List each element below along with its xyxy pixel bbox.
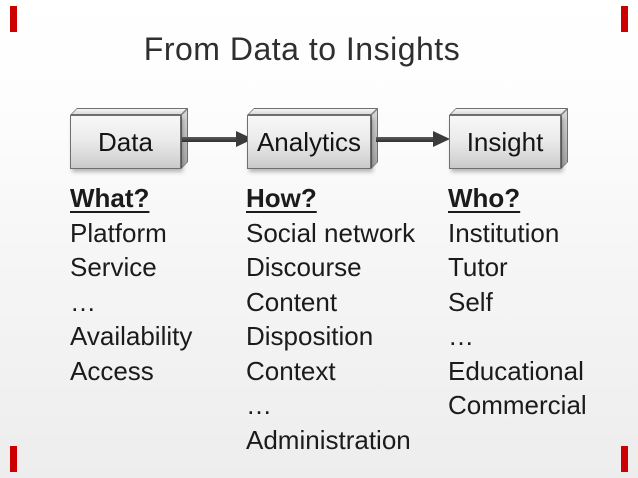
flow-box-insight: Insight xyxy=(449,108,568,169)
column-what: What? Platform Service … Availability Ac… xyxy=(70,181,192,388)
arrow-right-icon xyxy=(182,137,236,142)
corner-mark-top-right xyxy=(621,6,628,32)
flow-box-analytics-label: Analytics xyxy=(256,126,362,157)
list-item: Educational xyxy=(448,355,584,386)
list-item: Institution xyxy=(448,217,560,248)
box-top-face xyxy=(449,108,568,115)
flow-box-insight-label: Insight xyxy=(466,126,544,157)
arrow-right-icon xyxy=(433,131,450,147)
column-who-heading: Who? xyxy=(448,183,521,213)
column-who: Who? Institution Tutor Self … Educationa… xyxy=(448,181,587,423)
corner-mark-bottom-left xyxy=(10,446,17,472)
column-what-heading: What? xyxy=(70,183,150,213)
list-item: Availability xyxy=(70,321,193,351)
list-item: Discourse xyxy=(246,252,362,282)
list-item: … xyxy=(70,286,96,317)
box-front-face: Data xyxy=(70,115,181,169)
flow-box-data-label: Data xyxy=(98,126,153,157)
column-how-heading: How? xyxy=(246,183,317,213)
box-right-face xyxy=(561,108,568,169)
box-top-face xyxy=(247,108,378,115)
list-item: Commercial xyxy=(448,390,587,420)
box-top-face xyxy=(70,108,188,115)
arrow-right-icon xyxy=(376,137,433,142)
flow-box-data: Data xyxy=(70,108,188,169)
list-item: Context xyxy=(246,355,336,386)
list-item: Self xyxy=(448,286,493,317)
box-front-face: Insight xyxy=(449,115,561,169)
column-how: How? Social network Discourse Content Di… xyxy=(246,181,415,457)
box-front-face: Analytics xyxy=(247,115,371,169)
list-item: Administration xyxy=(246,424,411,455)
list-item: Access xyxy=(70,355,154,386)
flow-box-analytics: Analytics xyxy=(247,108,378,169)
list-item: Content xyxy=(246,286,338,317)
list-item: Service xyxy=(70,252,157,282)
corner-mark-bottom-right xyxy=(621,446,628,472)
list-item: Platform xyxy=(70,217,167,248)
list-item: Social network xyxy=(246,217,416,248)
list-item: … xyxy=(246,390,272,420)
list-item: Tutor xyxy=(448,252,508,282)
slide-title: From Data to Insights xyxy=(143,31,461,67)
list-item: Disposition xyxy=(246,321,374,351)
list-item: … xyxy=(448,321,474,351)
corner-mark-top-left xyxy=(10,6,17,32)
